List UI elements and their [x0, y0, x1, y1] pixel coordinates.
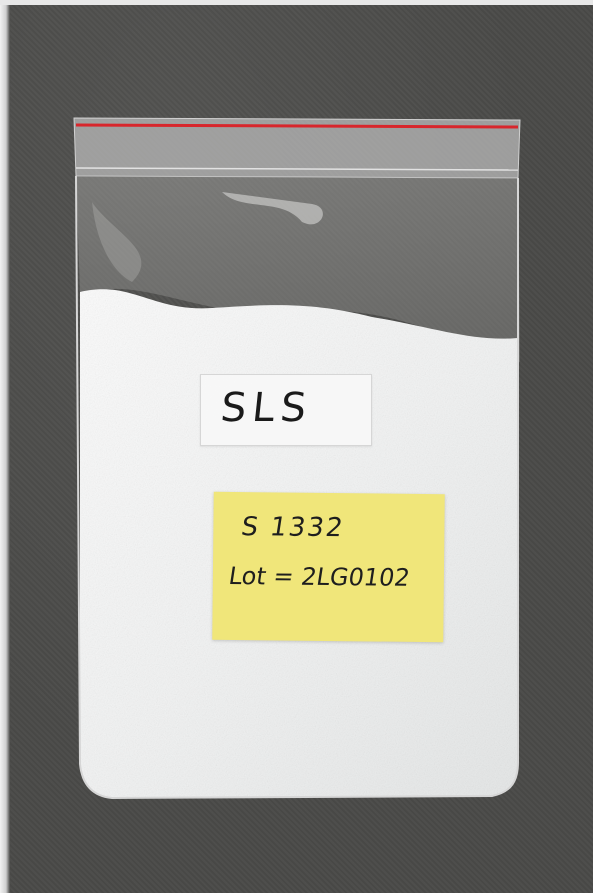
bag-label: SLS	[200, 374, 372, 446]
powder-bag: SLS S 1332 Lot = 2LG0102	[72, 112, 522, 800]
bag-upper-plastic	[76, 176, 520, 362]
lot-number: Lot = 2LG0102	[226, 561, 412, 592]
catalog-number: S 1332	[239, 512, 347, 544]
scan-edge	[0, 0, 10, 893]
bag-label-text: SLS	[218, 385, 315, 431]
bag-illustration	[73, 117, 521, 800]
scan-edge-top	[0, 0, 593, 5]
zip-seal-red-line	[75, 123, 519, 129]
sticky-note: S 1332 Lot = 2LG0102	[212, 491, 445, 643]
